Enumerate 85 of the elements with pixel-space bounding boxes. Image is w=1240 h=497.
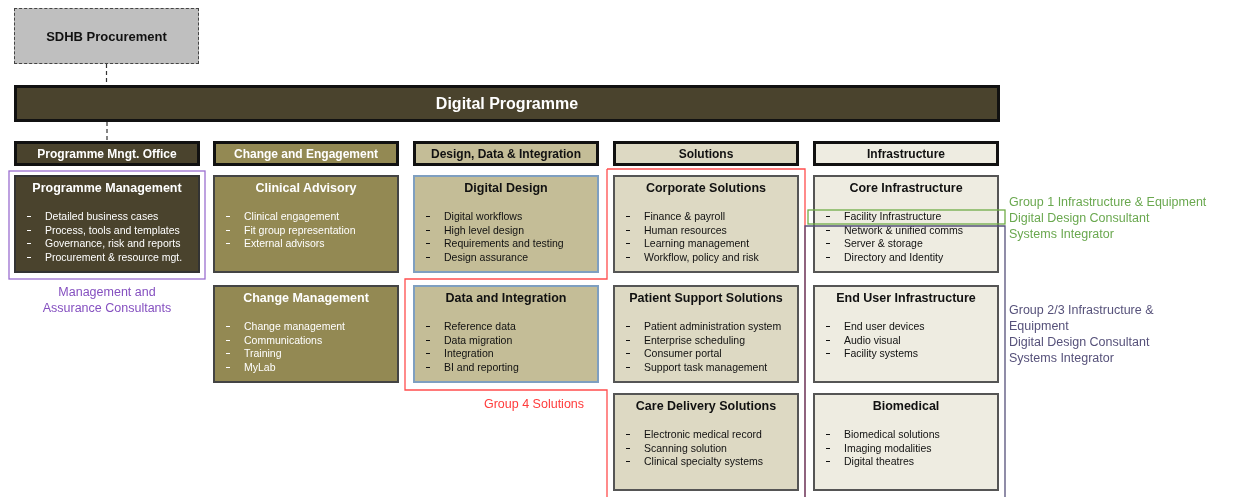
group-caption: Digital Design Consultant [1009, 334, 1151, 350]
workstream-card [613, 285, 799, 383]
bullet-item: Digital theatres [821, 455, 991, 469]
bullet-item: BI and reporting [421, 360, 591, 374]
workstream-card [613, 393, 799, 491]
card-title: End User Infrastructure [835, 291, 977, 305]
bullet-item: Communications [221, 333, 391, 347]
workstream-card [613, 175, 799, 273]
bullet-item: Integration [421, 347, 591, 361]
bullet-item: Digital workflows [421, 210, 591, 224]
bullet-item: Server & storage [821, 237, 991, 251]
workstream-card [213, 285, 399, 383]
bullet-item: Audio visual [821, 333, 991, 347]
bullet-item: Workflow, policy and risk [621, 250, 791, 264]
card-title: Clinical Advisory [254, 181, 358, 195]
group-caption: Group 2/3 Infrastructure & Equipment [1009, 302, 1155, 334]
bullet-item: Procurement & resource mgt. [22, 250, 192, 264]
workstream-card [813, 175, 999, 273]
group-caption: Management and Assurance Consultants [41, 284, 173, 316]
workstream-card [14, 175, 200, 273]
bullet-item: Enterprise scheduling [621, 333, 791, 347]
card-title: Patient Support Solutions [628, 291, 784, 305]
bullet-item: Biomedical solutions [821, 428, 991, 442]
bullet-item: Support task management [621, 360, 791, 374]
bullet-item: Reference data [421, 320, 591, 334]
group-caption: Systems Integrator [1009, 350, 1115, 366]
column-header [213, 141, 399, 166]
header-text: SDHB Procurement [46, 28, 167, 44]
bullet-item: Imaging modalities [821, 441, 991, 455]
bullet-item: Clinical engagement [221, 210, 391, 224]
column-header [413, 141, 599, 166]
header-text: Programme Mngt. Office [37, 146, 177, 161]
workstream-card [813, 285, 999, 383]
bullet-item: Electronic medical record [621, 428, 791, 442]
bullet-item: Fit group representation [221, 223, 391, 237]
workstream-card [413, 285, 599, 383]
bullet-item: MyLab [221, 360, 391, 374]
header-text: Digital Programme [435, 94, 579, 113]
bullet-item: Process, tools and templates [22, 223, 192, 237]
card-title: Digital Design [463, 181, 549, 195]
bullet-item: Consumer portal [621, 347, 791, 361]
bullet-item: Change management [221, 320, 391, 334]
header-text: Infrastructure [867, 146, 945, 161]
card-title: Biomedical [871, 399, 941, 413]
workstream-card [813, 393, 999, 491]
header-text: Change and Engagement [234, 146, 378, 161]
group-caption: Digital Design Consultant [1009, 210, 1151, 226]
group-caption: Group 4 Solutions [482, 396, 586, 412]
card-title: Programme Management [31, 181, 183, 195]
bullet-item: Design assurance [421, 250, 591, 264]
workstream-card [413, 175, 599, 273]
card-title: Core Infrastructure [848, 181, 964, 195]
workstream-card [213, 175, 399, 273]
group-caption: Systems Integrator [1009, 226, 1115, 242]
programme-band [14, 85, 1000, 122]
card-title: Care Delivery Solutions [634, 399, 778, 413]
bullet-item: Directory and Identity [821, 250, 991, 264]
bullet-item: Human resources [621, 223, 791, 237]
bullet-item: Clinical specialty systems [621, 455, 791, 469]
header-text: Design, Data & Integration [431, 146, 581, 161]
bullet-item: Facility Infrastructure [821, 210, 991, 224]
card-title: Change Management [242, 291, 370, 305]
bullet-item: Requirements and testing [421, 237, 591, 251]
group-caption: Group 1 Infrastructure & Equipment [1009, 194, 1208, 210]
bullet-item: Facility systems [821, 347, 991, 361]
bullet-item: External advisors [221, 237, 391, 251]
column-header [613, 141, 799, 166]
bullet-item: Governance, risk and reports [22, 237, 192, 251]
header-text: Solutions [678, 146, 734, 161]
bullet-item: End user devices [821, 320, 991, 334]
bullet-item: Patient administration system [621, 320, 791, 334]
bullet-item: High level design [421, 223, 591, 237]
card-title: Corporate Solutions [644, 181, 768, 195]
bullet-item: Scanning solution [621, 441, 791, 455]
bullet-item: Learning management [621, 237, 791, 251]
connector-line [106, 121, 108, 142]
procurement-box [14, 8, 199, 64]
bullet-item: Detailed business cases [22, 210, 192, 224]
card-title: Data and Integration [444, 291, 568, 305]
bullet-item: Training [221, 347, 391, 361]
column-header [813, 141, 999, 166]
column-header [14, 141, 200, 166]
bullet-item: Data migration [421, 333, 591, 347]
bullet-item: Network & unified comms [821, 223, 991, 237]
bullet-item: Finance & payroll [621, 210, 791, 224]
